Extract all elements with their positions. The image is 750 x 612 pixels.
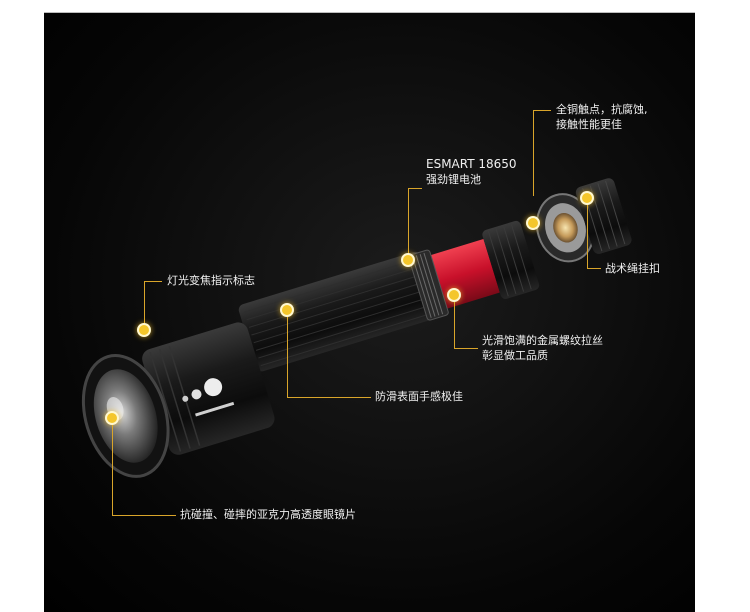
thread-line1: 光滑饱满的金属螺纹拉丝: [482, 334, 603, 347]
grip-text: 防滑表面手感极佳: [375, 390, 463, 403]
callout-dot-thread: [449, 290, 459, 300]
callout-line: [533, 110, 551, 111]
lanyard-label: 战术绳挂扣: [605, 261, 660, 276]
battery-line1: ESMART 18650: [426, 157, 517, 171]
callout-line: [533, 110, 534, 196]
callout-dot-lanyard: [582, 193, 592, 203]
callout-dot-lens: [107, 413, 117, 423]
callout-dot-copper: [528, 218, 538, 228]
flashlight-product-image: [81, 178, 632, 478]
copper-contact-line2: 接触性能更佳: [556, 118, 622, 131]
lens-label: 抗碰撞、碰摔的亚克力高透度眼镜片: [180, 507, 356, 522]
callout-line: [287, 397, 371, 398]
callout-line: [287, 310, 288, 397]
lanyard-text: 战术绳挂扣: [605, 262, 660, 275]
lens-text: 抗碰撞、碰摔的亚克力高透度眼镜片: [180, 508, 356, 521]
product-panel: 全铜触点，抗腐蚀, 接触性能更佳 ESMART 18650 强劲锂电池 灯光变焦…: [44, 13, 695, 612]
callout-line: [144, 281, 145, 329]
top-border: [44, 12, 695, 13]
callout-line: [112, 515, 176, 516]
callout-line: [408, 188, 422, 189]
callout-line: [587, 268, 601, 269]
copper-contact-line1: 全铜触点，抗腐蚀,: [556, 103, 648, 116]
callout-dot-zoom: [139, 325, 149, 335]
battery-line2: 强劲锂电池: [426, 173, 481, 186]
callout-line: [112, 418, 113, 515]
callout-line: [587, 198, 588, 268]
callout-line: [454, 348, 478, 349]
grip-label: 防滑表面手感极佳: [375, 389, 463, 404]
callout-line: [408, 188, 409, 258]
thread-label: 光滑饱满的金属螺纹拉丝 彰显做工品质: [482, 333, 603, 363]
zoom-mark-text: 灯光变焦指示标志: [167, 274, 255, 287]
zoom-mark-label: 灯光变焦指示标志: [167, 273, 255, 288]
thread-line2: 彰显做工品质: [482, 349, 548, 362]
callout-line: [144, 281, 162, 282]
copper-contact-label: 全铜触点，抗腐蚀, 接触性能更佳: [556, 102, 648, 132]
battery-label: ESMART 18650 强劲锂电池: [426, 157, 517, 187]
callout-line: [454, 296, 455, 348]
callout-dot-battery: [403, 255, 413, 265]
callout-dot-grip: [282, 305, 292, 315]
